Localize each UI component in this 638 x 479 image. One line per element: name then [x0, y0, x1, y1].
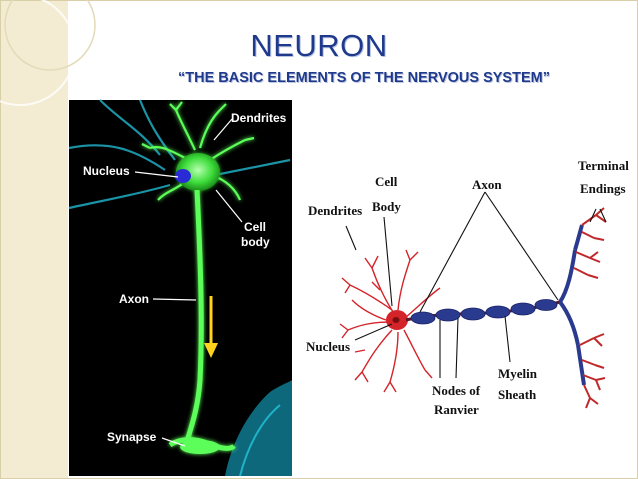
left-label-axon: Axon [119, 292, 149, 306]
right-label-myelin: Myelin [498, 366, 538, 381]
left-label-body: body [241, 235, 270, 249]
terminal-endings [573, 207, 607, 409]
nucleus-blob [175, 169, 191, 183]
right-label-nodes-of: Nodes of [432, 383, 481, 398]
right-label-ranvier: Ranvier [434, 402, 479, 417]
target-cell [225, 380, 292, 476]
slide-title: NEURON [250, 28, 388, 63]
right-label-cell: Cell [375, 174, 398, 189]
myelin-segments [410, 299, 558, 325]
right-label-terminal: Terminal [578, 158, 629, 173]
signal-arrow-head [204, 343, 218, 358]
right-label-dendrites: Dendrites [308, 203, 362, 218]
right-label-endings: Endings [580, 181, 626, 196]
slide-subtitle: “THE BASIC ELEMENTS OF THE NERVOUS SYSTE… [178, 70, 550, 86]
right-nucleus-dot [392, 317, 400, 323]
left-label-synapse: Synapse [107, 430, 157, 444]
decorative-side-panel [0, 0, 68, 479]
right-label-axon: Axon [472, 177, 502, 192]
left-label-cell: Cell [244, 220, 266, 234]
right-label-nucleus: Nucleus [306, 339, 350, 354]
left-label-nucleus: Nucleus [83, 164, 130, 178]
right-pointer-lines [345, 191, 607, 379]
left-pointer-lines [134, 118, 243, 447]
right-label-body: Body [372, 199, 401, 214]
right-label-sheath: Sheath [498, 387, 537, 402]
background-fibers [68, 99, 291, 210]
left-label-dendrites: Dendrites [231, 111, 287, 125]
